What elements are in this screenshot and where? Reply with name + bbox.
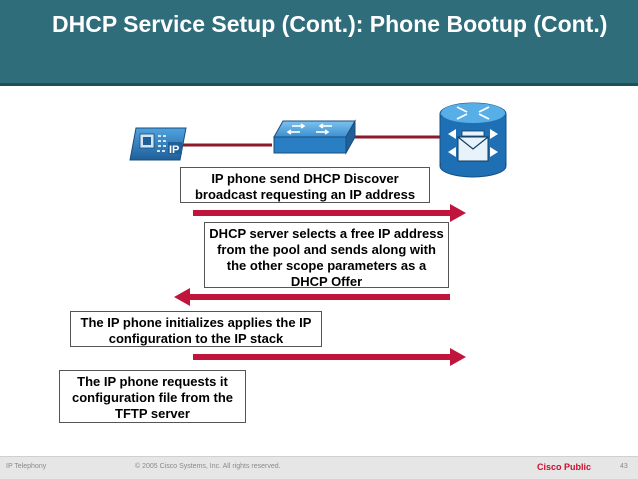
footer-bar: IP Telephony © 2005 Cisco Systems, Inc. … <box>0 456 638 479</box>
footer-page-number: 43 <box>620 463 628 470</box>
step-offer-box: DHCP server selects a free IP address fr… <box>204 222 449 289</box>
footer-classification: Cisco Public <box>537 462 592 472</box>
footer-course-label: IP Telephony <box>6 463 47 470</box>
page-title: DHCP Service Setup (Cont.): Phone Bootup… <box>52 11 608 37</box>
phone-ip-badge: IP <box>169 144 179 156</box>
ip-phone-icon: IP <box>129 127 187 161</box>
header-bar <box>0 0 638 86</box>
switch-icon <box>273 119 356 155</box>
arrow-discover-right <box>193 204 466 222</box>
arrow-offer-left <box>174 288 450 306</box>
footer-copyright: © 2005 Cisco Systems, Inc. All rights re… <box>135 463 281 470</box>
step-discover-box: IP phone send DHCP Discover broadcast re… <box>180 167 430 203</box>
step-initialize-box: The IP phone initializes applies the IP … <box>70 311 322 347</box>
dhcp-server-icon <box>439 102 507 178</box>
arrow-initialize-right <box>193 348 466 366</box>
step-tftp-box: The IP phone requests it configuration f… <box>59 370 246 423</box>
